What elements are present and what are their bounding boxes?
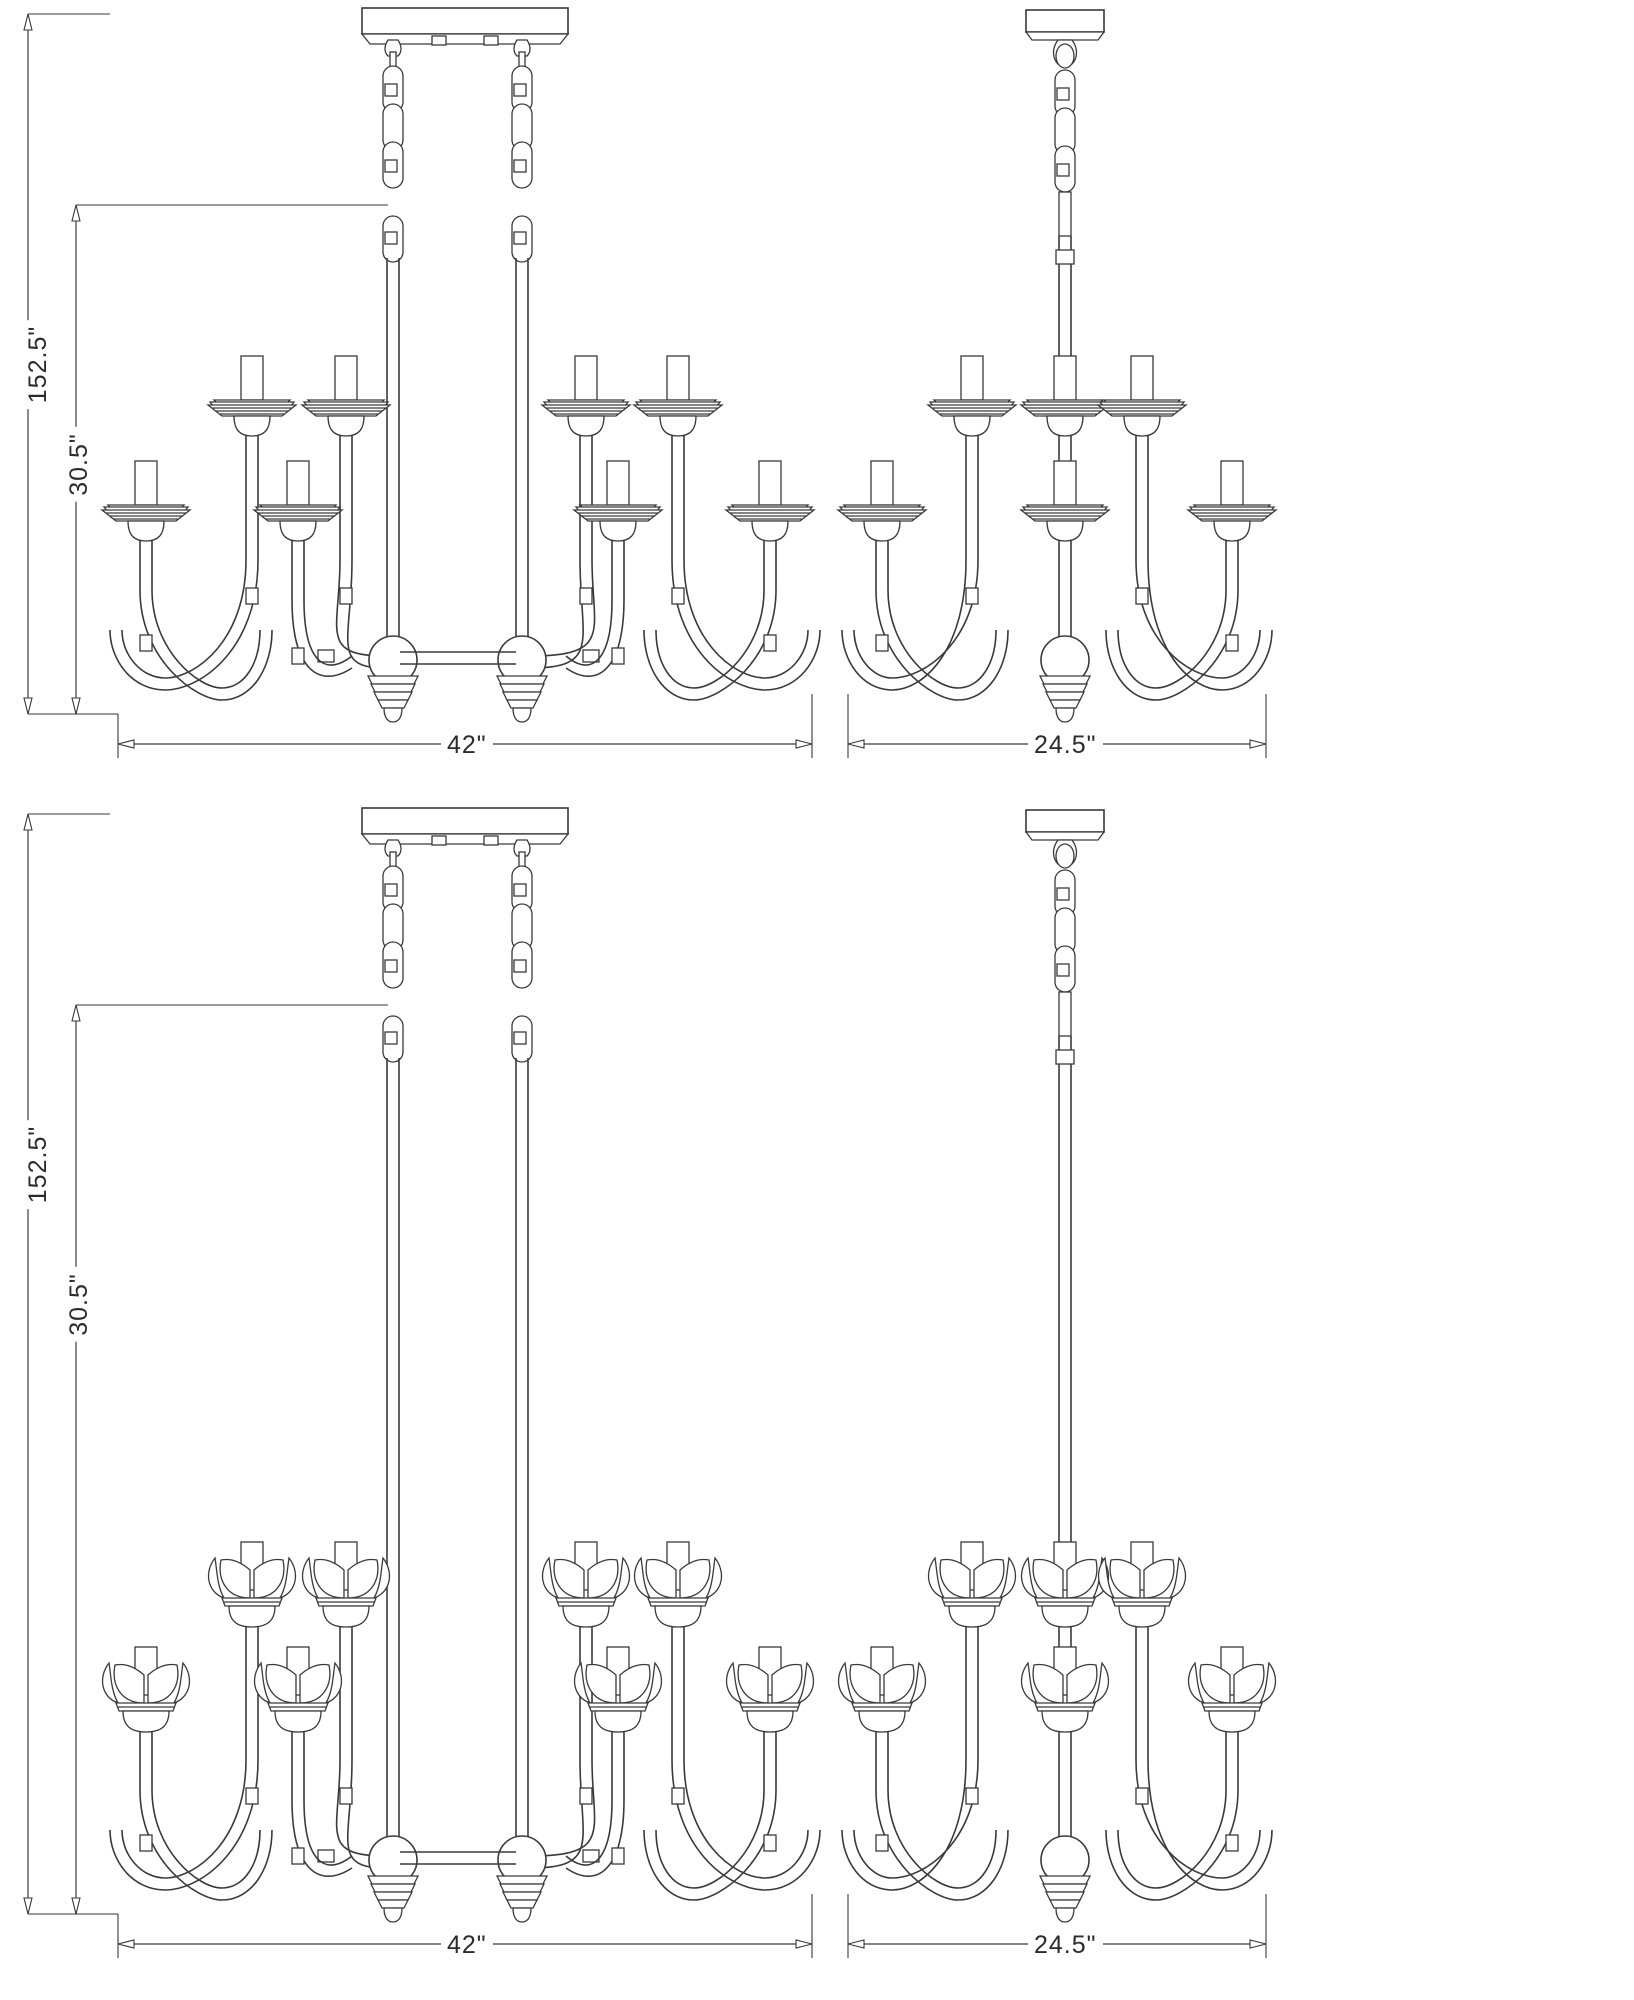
finial-top-right: [1038, 635, 1092, 723]
arm-joints-upper-top-left: [245, 587, 685, 663]
canopy-linear-top-left: [360, 7, 570, 46]
center-connector-top-left: [400, 651, 516, 665]
stem-bottom-right: [1055, 1036, 1075, 1860]
dim-label-width-bottom-left: 42": [441, 1931, 493, 1960]
stem-top-right: [1055, 236, 1075, 660]
canopy-round-bottom-right: [1024, 809, 1106, 869]
dim-label-body-height-top: 30.5": [64, 427, 94, 502]
view-bottom-left: [0, 800, 860, 2000]
dim-label-width-top-left: 42": [441, 731, 493, 760]
dim-label-body-height-bottom: 30.5": [64, 1267, 94, 1342]
finial-right-bottom-left: [495, 1835, 549, 1923]
dim-label-width-bottom-right: 24.5": [1028, 1931, 1103, 1960]
bobeche-group-upper-bottom-left: [207, 1541, 723, 1628]
view-top-left: [0, 0, 860, 790]
dim-label-overall-height-top: 152.5": [24, 319, 54, 410]
canopy-linear-bottom-left: [360, 807, 570, 846]
chain-left-bottom-left: [382, 839, 404, 1063]
dim-label-overall-height-bottom: 152.5": [24, 1119, 54, 1210]
bobeche-group-lower-top-left: [101, 460, 815, 542]
arm-joints-lower-top-right: [875, 634, 1239, 652]
arms-upper-top-right: [841, 418, 1273, 691]
dimension-overall-height-bottom: [23, 813, 118, 1915]
dimension-body-height-bottom: [71, 1004, 388, 1915]
bobeche-group-upper-top-left: [207, 355, 723, 437]
chain-right-top-left: [511, 39, 533, 263]
bobeche-group-lower-bottom-right: [837, 1646, 1277, 1733]
view-top-right: [830, 0, 1634, 790]
arm-joints-lower-top-left: [139, 634, 777, 665]
arms-upper-bottom-left: [109, 1618, 821, 1891]
dim-label-width-top-right: 24.5": [1028, 731, 1103, 760]
arms-lower-bottom-left: [139, 1723, 777, 1901]
bobeche-group-lower-top-right: [837, 460, 1277, 542]
arm-joints-upper-top-right: [965, 587, 1149, 605]
finial-right-top-left: [495, 635, 549, 723]
bobeche-group-upper-bottom-right: [927, 1541, 1187, 1628]
arms-upper-top-left: [109, 418, 821, 691]
arms-lower-top-left: [139, 523, 777, 701]
finial-left-bottom-left: [366, 1835, 420, 1923]
chain-right-bottom-left: [511, 839, 533, 1063]
finial-left-top-left: [366, 635, 420, 723]
arm-joints-upper-bottom-left: [245, 1787, 685, 1863]
arms-lower-top-right: [875, 523, 1239, 701]
chain-bottom-right: [1054, 869, 1076, 1037]
canopy-round-top-right: [1024, 9, 1106, 69]
bobeche-group-upper-top-right: [927, 355, 1187, 437]
center-connector-bottom-left: [400, 1851, 516, 1865]
chain-top-right: [1054, 69, 1076, 237]
chain-left-top-left: [382, 39, 404, 263]
arms-lower-bottom-right: [875, 1723, 1239, 1901]
stems-bottom-left: [386, 1058, 529, 1860]
arm-joints-lower-bottom-right: [875, 1834, 1239, 1852]
view-bottom-right: [830, 800, 1634, 2000]
stems-top-left: [386, 258, 529, 660]
arm-joints-upper-bottom-right: [965, 1787, 1149, 1805]
bobeche-group-lower-bottom-left: [101, 1646, 815, 1733]
finial-bottom-right: [1038, 1835, 1092, 1923]
arm-joints-lower-bottom-left: [139, 1834, 777, 1865]
